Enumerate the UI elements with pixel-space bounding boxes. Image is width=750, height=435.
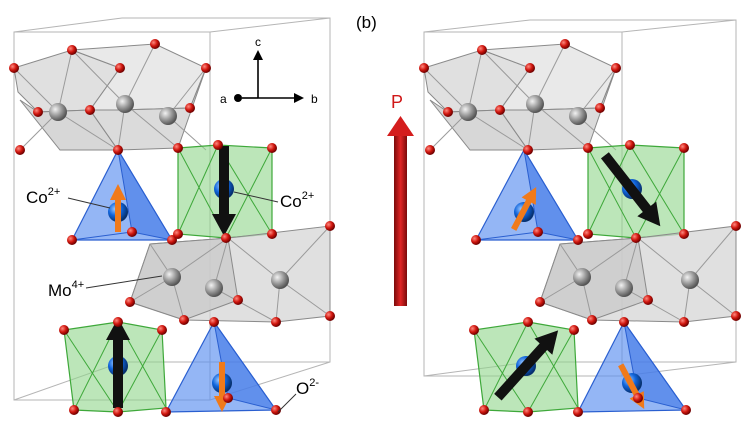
spin-arrow-black [106, 318, 130, 408]
mo-atom [615, 279, 633, 297]
spin-arrow-black [212, 146, 236, 236]
mo-octahedra-layer-middle [539, 225, 737, 323]
mo-octahedra-layer-top [423, 43, 617, 151]
mo-atom [573, 268, 591, 286]
label-co-left-charge: 2+ [48, 186, 61, 198]
mo-atom [569, 107, 587, 125]
mo-atom [159, 107, 177, 125]
mo-atom [271, 271, 289, 289]
axis-a-dot [234, 94, 242, 102]
oxygen-atoms [9, 39, 335, 417]
label-o-symbol: O [296, 379, 309, 398]
label-mo: Mo4+ [48, 279, 84, 300]
panel-label: (b) [356, 13, 377, 32]
polarization-arrow [387, 116, 414, 306]
axis-label-a: a [220, 92, 227, 106]
label-leaders [67, 191, 297, 413]
label-co-right: Co2+ [280, 190, 314, 211]
mo-atom [205, 279, 223, 297]
spin-arrow-orange [110, 184, 126, 232]
mo-atom [163, 268, 181, 286]
axis-label-b: b [311, 92, 318, 106]
left-structure: c b a Co2+ Co2+ Mo4+ O2- [9, 17, 335, 417]
axis-label-c: c [255, 35, 261, 49]
label-co-left-symbol: Co [26, 188, 48, 207]
label-co-left: Co2+ [26, 186, 60, 207]
mo-octahedra-layer-middle [129, 225, 331, 323]
polarization-label: P [391, 92, 403, 112]
mo-atom [681, 271, 699, 289]
label-mo-symbol: Mo [48, 281, 72, 300]
mo-atom [49, 103, 67, 121]
label-co-right-symbol: Co [280, 192, 302, 211]
mo-atom [526, 95, 544, 113]
label-co-right-charge: 2+ [302, 190, 315, 202]
axes-indicator [234, 50, 304, 103]
mo-octahedra-layer-top [13, 43, 207, 151]
mo-atoms [459, 95, 699, 297]
spin-arrow-black [494, 330, 559, 401]
mo-atom [459, 103, 477, 121]
spin-arrow-orange [511, 187, 537, 231]
label-o-charge: 2- [309, 377, 319, 389]
mo-atoms [49, 95, 289, 297]
mo-atom [116, 95, 134, 113]
label-mo-charge: 4+ [72, 279, 85, 291]
oxygen-atoms [419, 39, 741, 417]
right-structure [419, 19, 741, 417]
label-o: O2- [296, 377, 319, 398]
spin-arrow-black [600, 152, 661, 227]
